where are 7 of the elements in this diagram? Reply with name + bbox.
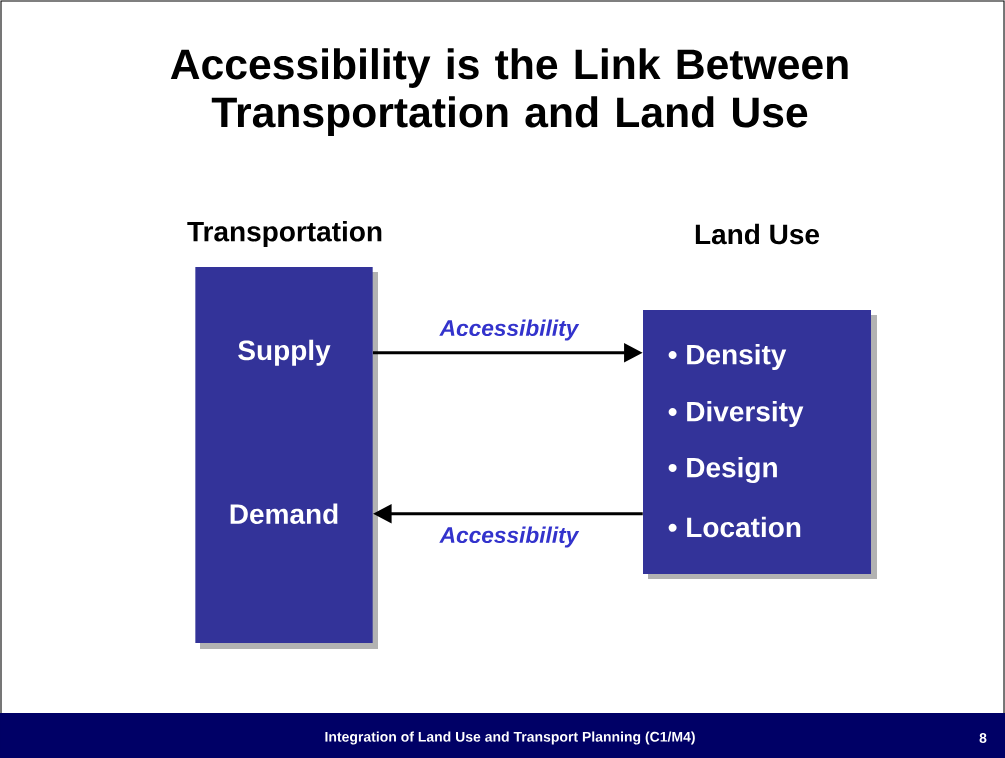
edge-label: Accessibility	[439, 526, 580, 548]
edge-label: Accessibility	[439, 319, 580, 341]
heading: Transportation	[187, 220, 382, 248]
footer-text: Integration of Land Use and Transport Planning (C1/M4)	[325, 731, 695, 745]
heading: Land Use	[695, 223, 820, 245]
title: Accessibility is the Link Between Transportation and Land Use	[170, 48, 848, 136]
page-number: 8	[979, 733, 987, 743]
